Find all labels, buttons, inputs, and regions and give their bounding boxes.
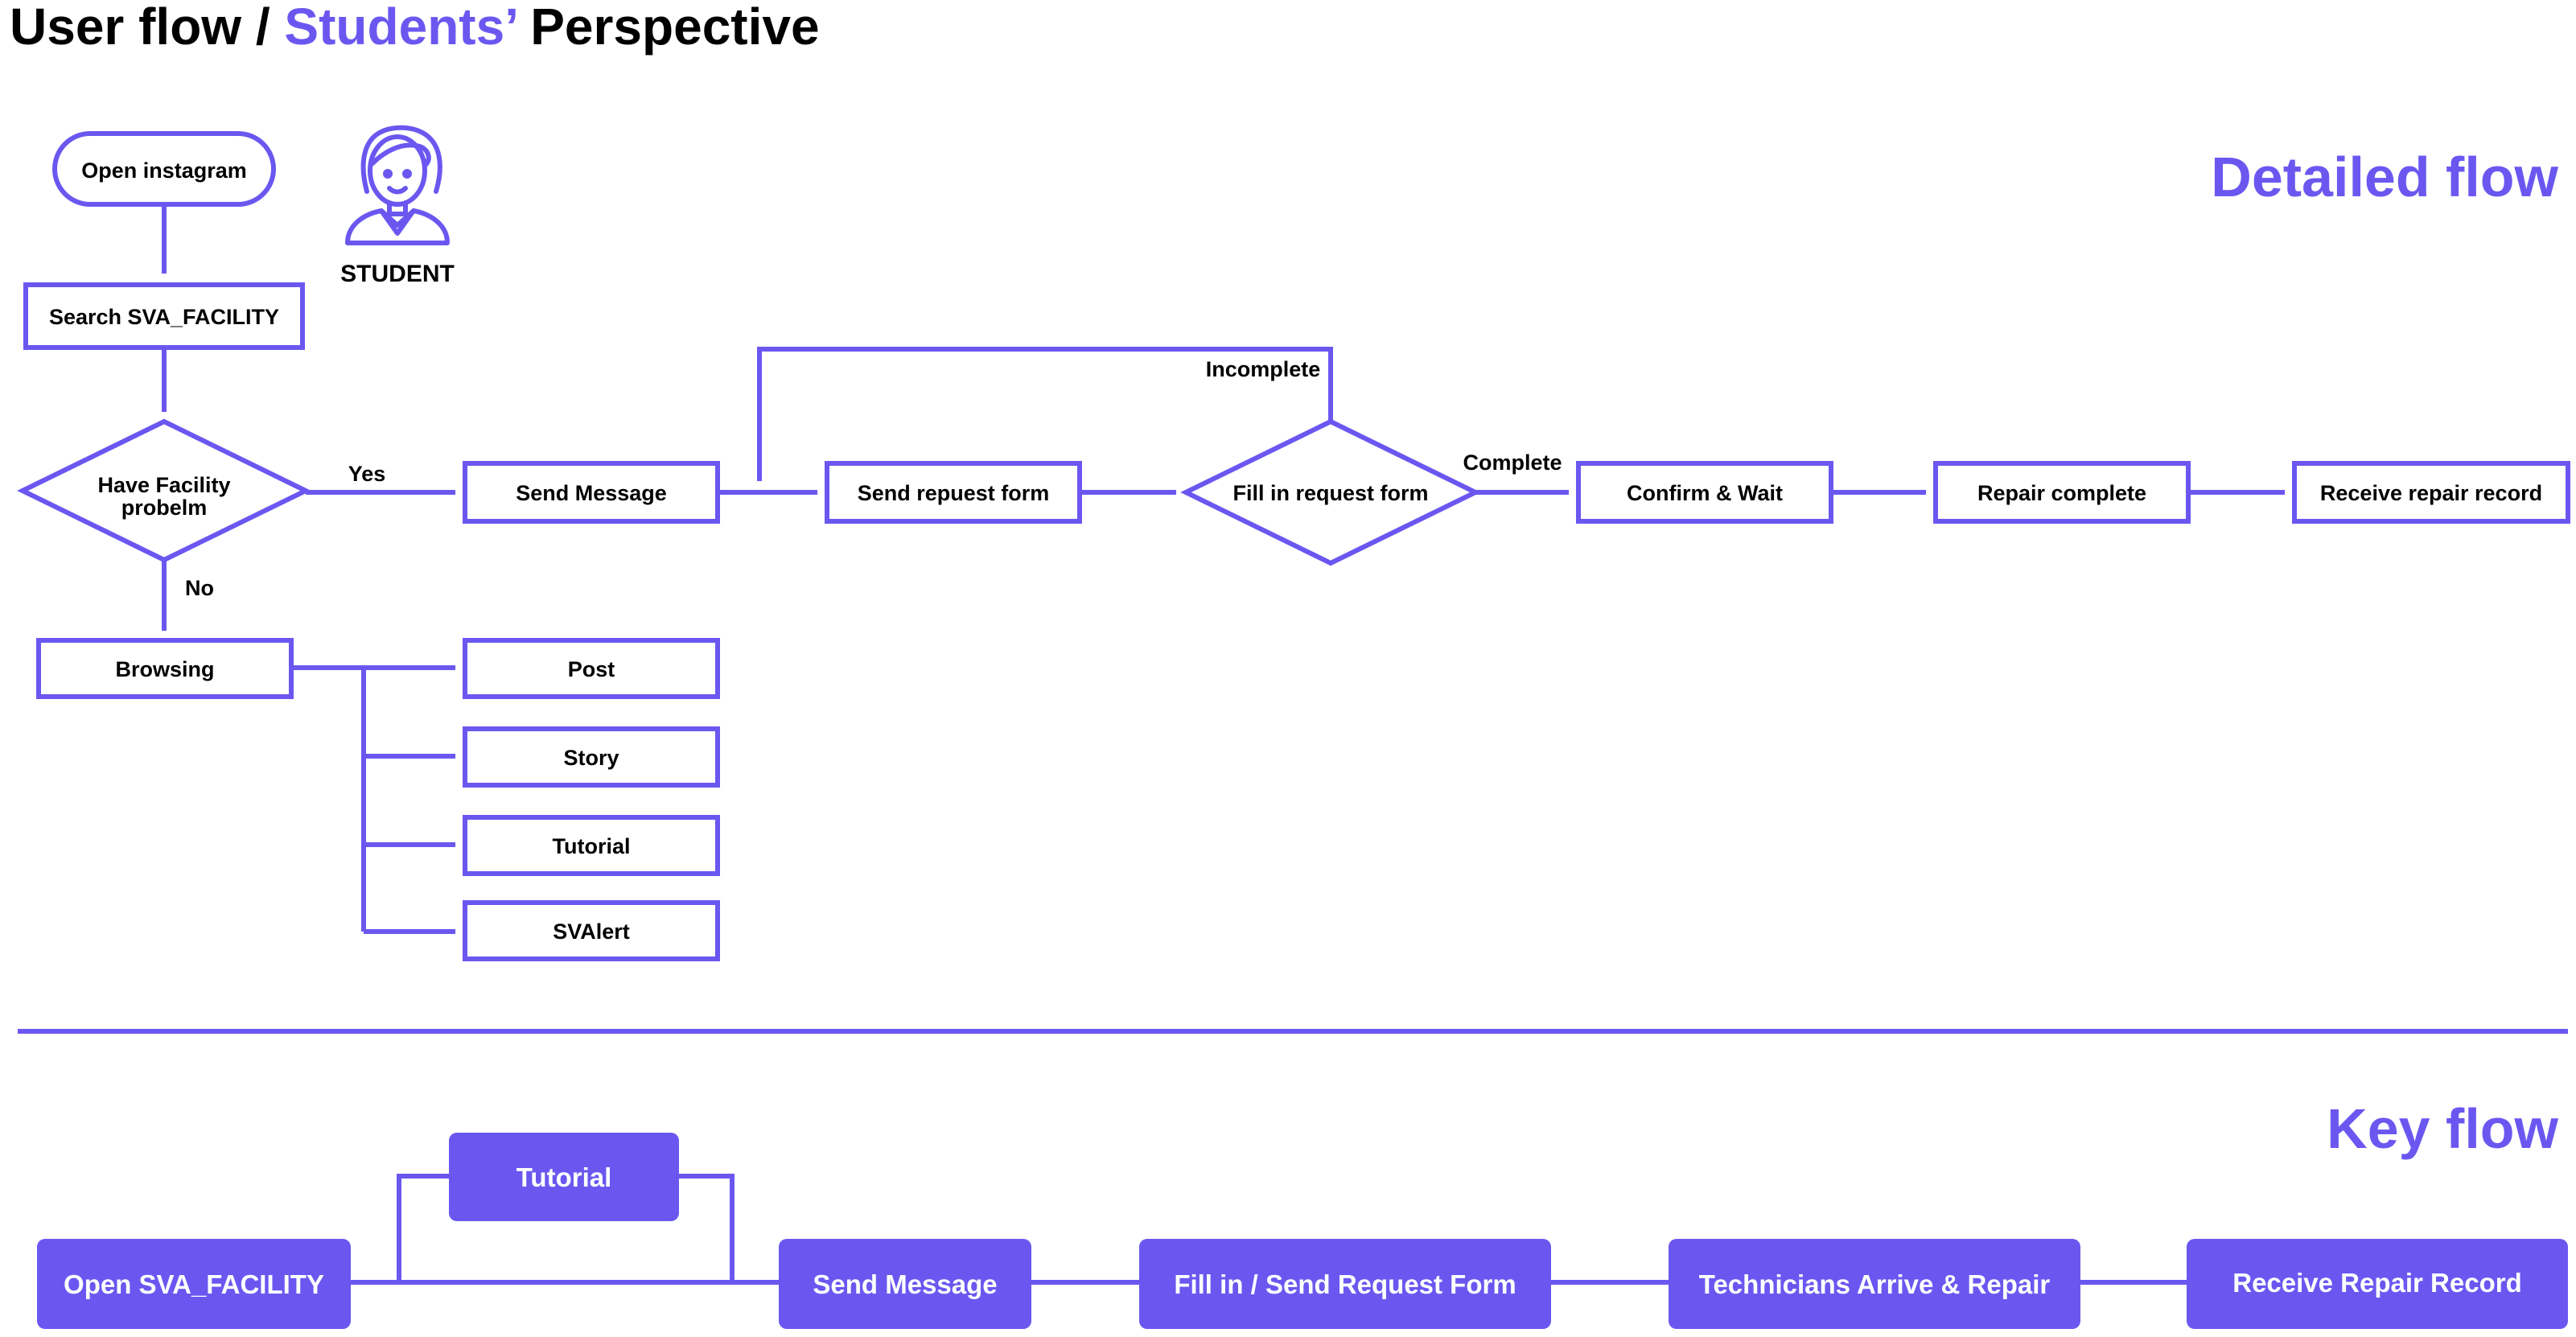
key-connectors	[351, 1174, 2187, 1285]
node-confirm-wait	[1576, 461, 1833, 524]
decision-text-line2: probelm	[121, 496, 208, 520]
student-avatar-icon	[345, 125, 450, 245]
key-open-text: Open SVA_FACILITY	[64, 1269, 324, 1299]
key-node-technicians	[1669, 1239, 2080, 1329]
confirm-wait-text: Confirm & Wait	[1627, 481, 1783, 505]
title-prefix: User flow /	[10, 0, 285, 56]
no-label: No	[185, 576, 214, 600]
node-send-request-form	[825, 461, 1082, 524]
yes-label: Yes	[348, 462, 386, 486]
key-node-receive	[2187, 1239, 2568, 1329]
key-tutorial-text: Tutorial	[516, 1162, 612, 1192]
post-text: Post	[568, 657, 615, 681]
complete-label: Complete	[1463, 450, 1562, 475]
key-fill-send-text: Fill in / Send Request Form	[1174, 1269, 1516, 1299]
key-node-send-message	[779, 1239, 1031, 1329]
svalert-text: SVAlert	[553, 919, 630, 944]
send-message-text: Send Message	[516, 481, 667, 505]
key-node-open	[37, 1239, 351, 1329]
key-send-message-text: Send Message	[813, 1269, 997, 1299]
key-node-tutorial	[449, 1133, 679, 1221]
detailed-flow-label: Detailed flow	[2211, 146, 2558, 208]
key-flow-label: Key flow	[2327, 1097, 2558, 1160]
node-svalert	[463, 900, 720, 961]
title-accent: Students’	[284, 0, 516, 56]
fill-form-text: Fill in request form	[1232, 481, 1428, 505]
decision-text-line1: Have Facility	[97, 473, 230, 497]
browsing-text: Browsing	[115, 657, 214, 681]
node-story	[463, 726, 720, 788]
key-texts: Open SVA_FACILITY Tutorial Send Message …	[64, 1162, 2522, 1299]
send-request-form-text: Send repuest form	[858, 481, 1050, 505]
student-label: STUDENT	[340, 261, 455, 287]
key-technicians-text: Technicians Arrive & Repair	[1699, 1269, 2051, 1299]
search-text: Search SVA_FACILITY	[49, 305, 279, 329]
node-send-message	[463, 461, 720, 524]
tutorial-text: Tutorial	[553, 834, 631, 858]
title-suffix: Perspective	[516, 0, 820, 56]
receive-record-text: Receive repair record	[2320, 481, 2542, 505]
key-nodes	[37, 1133, 2568, 1329]
page-title: User flow / Students’ Perspective	[10, 0, 820, 53]
node-repair-complete	[1933, 461, 2191, 524]
key-receive-text: Receive Repair Record	[2232, 1268, 2522, 1298]
repair-complete-text: Repair complete	[1977, 481, 2146, 505]
story-text: Story	[563, 746, 619, 770]
detailed-texts: Open instagram Search SVA_FACILITY Have …	[49, 158, 2542, 944]
node-post	[463, 638, 720, 699]
node-tutorial	[463, 815, 720, 876]
node-search	[23, 282, 305, 350]
key-node-fill-send	[1139, 1239, 1551, 1329]
open-instagram-text: Open instagram	[81, 158, 247, 183]
node-receive-record	[2292, 461, 2570, 524]
node-browsing	[36, 638, 294, 699]
detailed-connectors	[162, 204, 2286, 934]
incomplete-label: Incomplete	[1206, 357, 1321, 381]
